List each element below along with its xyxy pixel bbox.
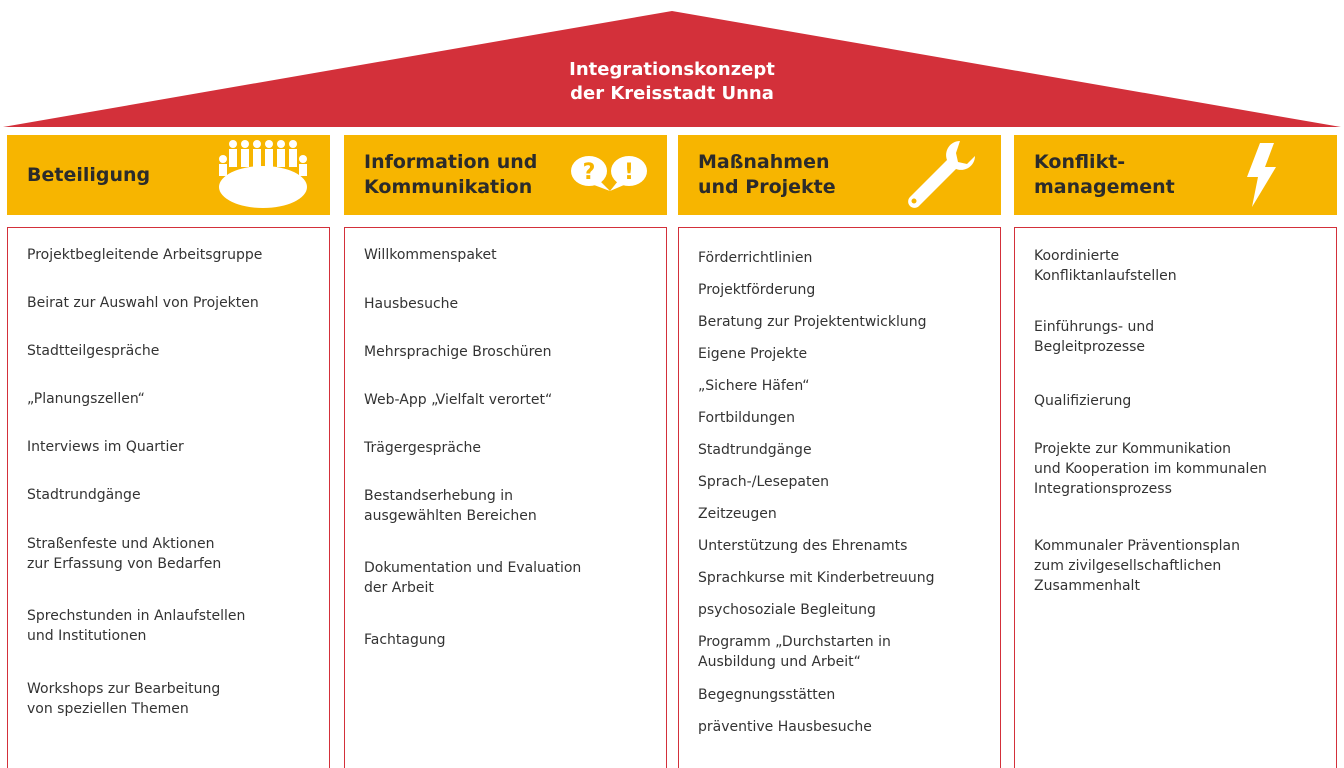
- column-beteiligung: Beteiligung: [7, 135, 330, 768]
- list-item: Bestandserhebung in ausgewählten Bereich…: [364, 488, 537, 524]
- question-mark: ?: [583, 160, 596, 185]
- list-item: „Sichere Häfen“: [698, 378, 810, 394]
- list-item: Straßenfeste und Aktionen zur Erfassung …: [27, 536, 222, 572]
- column-title-line1: Konflikt-: [1034, 151, 1126, 173]
- list-item: präventive Hausbesuche: [698, 719, 872, 735]
- roof-title: Integrationskonzept der Kreisstadt Unna: [372, 58, 972, 106]
- list-item: Koordinierte Konfliktanlaufstellen: [1034, 248, 1177, 284]
- roof-title-line2: der Kreisstadt Unna: [570, 83, 774, 104]
- list-item: Hausbesuche: [364, 296, 459, 312]
- column-title: Konflikt- management: [1034, 135, 1175, 215]
- list-item: Workshops zur Bearbeitung von speziellen…: [27, 681, 221, 717]
- list-item: Programm „Durchstarten in Ausbildung und…: [698, 634, 891, 670]
- list-item: Sprachkurse mit Kinderbetreuung: [698, 570, 935, 586]
- list-item: Sprach-/Lesepaten: [698, 474, 829, 490]
- column-title-line2: management: [1034, 176, 1175, 198]
- roof-title-line1: Integrationskonzept: [569, 59, 775, 80]
- column-massnahmen-projekte: Maßnahmen und Projekte Förderrichtlinien…: [678, 135, 1001, 768]
- list-item: „Planungszellen“: [27, 391, 145, 407]
- list-item: Trägergespräche: [364, 440, 482, 456]
- list-item: Einführungs- und Begleitprozesse: [1034, 319, 1155, 355]
- column-title: Beteiligung: [27, 135, 150, 215]
- list-item: psychosoziale Begleitung: [698, 602, 876, 618]
- list-item: Sprechstunden in Anlaufstellen und Insti…: [27, 608, 246, 644]
- wrench-icon: [908, 141, 975, 208]
- list-item: Stadtrundgänge: [27, 487, 141, 503]
- exclamation-mark: !: [624, 160, 634, 185]
- column-header-beteiligung: Beteiligung: [7, 135, 330, 215]
- list-item: Stadtrundgänge: [698, 442, 812, 458]
- list-item: Projektbegleitende Arbeitsgruppe: [27, 247, 263, 263]
- column-title-line1: Maßnahmen: [698, 151, 830, 173]
- list-item: Eigene Projekte: [698, 346, 808, 362]
- list-item: Dokumentation und Evaluation der Arbeit: [364, 560, 582, 596]
- list-item: Projekte zur Kommunikation und Kooperati…: [1034, 441, 1267, 497]
- list-item: Projektförderung: [698, 282, 816, 298]
- column-information-kommunikation: Information und Kommunikation ? ! Willko…: [344, 135, 667, 768]
- column-title: Information und Kommunikation: [364, 135, 537, 215]
- lightning-bolt-icon: [1247, 143, 1276, 207]
- column-header-konflikt: Konflikt- management: [1014, 135, 1337, 215]
- column-list-box: Projektbegleitende Arbeitsgruppe Beirat …: [7, 227, 330, 768]
- speech-bubbles-icon: ? !: [571, 156, 647, 191]
- list-item: Web-App „Vielfalt verortet“: [364, 392, 553, 408]
- column-list-box: Willkommenspaket Hausbesuche Mehrsprachi…: [344, 227, 667, 768]
- column-list-box: Koordinierte Konfliktanlaufstellen Einfü…: [1014, 227, 1337, 768]
- list-item: Fachtagung: [364, 632, 446, 648]
- list-item: Willkommenspaket: [364, 247, 497, 263]
- list-item: Zeitzeugen: [698, 506, 777, 522]
- column-header-massnahmen: Maßnahmen und Projekte: [678, 135, 1001, 215]
- list-item: Beirat zur Auswahl von Projekten: [27, 295, 259, 311]
- column-title-line2: Kommunikation: [364, 176, 533, 198]
- list-item: Begegnungsstätten: [698, 687, 836, 703]
- list-item: Interviews im Quartier: [27, 439, 184, 455]
- column-list-box: Förderrichtlinien Projektförderung Berat…: [678, 227, 1001, 768]
- column-title-line2: und Projekte: [698, 176, 836, 198]
- list-item: Unterstützung des Ehrenamts: [698, 538, 908, 554]
- column-title-line1: Beteiligung: [27, 163, 151, 186]
- list-item: Fortbildungen: [698, 410, 796, 426]
- roof-banner: [3, 11, 1341, 127]
- column-konfliktmanagement: Konflikt- management Koordinierte Konfli…: [1014, 135, 1337, 768]
- list-item: Beratung zur Projektentwicklung: [698, 314, 927, 330]
- column-title: Maßnahmen und Projekte: [698, 135, 836, 215]
- list-item: Mehrsprachige Broschüren: [364, 344, 552, 360]
- list-item: Qualifizierung: [1034, 393, 1132, 409]
- list-item: Kommunaler Präventionsplan zum zivilgese…: [1034, 538, 1241, 594]
- column-header-information: Information und Kommunikation ? !: [344, 135, 667, 215]
- list-item: Stadtteilgespräche: [27, 343, 160, 359]
- people-around-table-icon: [219, 140, 307, 208]
- column-title-line1: Information und: [364, 151, 538, 173]
- list-item: Förderrichtlinien: [698, 250, 813, 266]
